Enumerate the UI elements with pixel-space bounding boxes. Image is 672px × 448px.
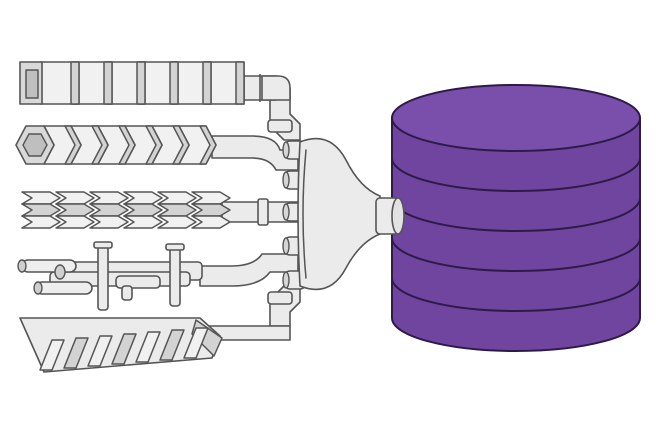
square-tube-segment-side (136, 61, 146, 105)
pipe-elbow (261, 75, 291, 101)
funnel-port-rim (282, 141, 290, 159)
hexagon-tube-segment-side (64, 125, 82, 165)
inlet-stub-end (17, 259, 27, 273)
square-tube-segment-side (202, 61, 212, 105)
riser-pipe (121, 285, 133, 301)
screw-flight (183, 327, 209, 359)
hexagon-tube-segments (43, 125, 217, 165)
screw-flight (159, 329, 185, 361)
square-tube-segment-side (235, 61, 245, 105)
screw-flight (111, 333, 137, 365)
inlet-stub-end (54, 264, 66, 280)
funnel-port-rim (282, 171, 290, 189)
hexagon-tube-segment-side (91, 125, 109, 165)
chevron-plate (89, 215, 129, 229)
chevron-plate (55, 203, 95, 217)
chevron-plate (55, 191, 95, 205)
screw-flight (87, 335, 113, 367)
chevron-plate (191, 191, 231, 205)
database-disk-separator (391, 197, 641, 232)
screw-trough-icon (19, 317, 291, 373)
riser-pipe (169, 245, 181, 307)
database-disk-separator (391, 157, 641, 192)
chevron-plate (123, 191, 163, 205)
chevron-plate (157, 215, 197, 229)
chevron-plate (157, 203, 197, 217)
cross-pipe (115, 275, 161, 289)
chevron-plate (89, 191, 129, 205)
square-tube-segment-side (169, 61, 179, 105)
funnel-manifold-icon (282, 137, 405, 291)
funnel-port-rim (282, 271, 290, 289)
chevron-stack-segments (21, 191, 231, 229)
branched-pipes-icon (17, 241, 299, 311)
funnel-port-rim (282, 237, 290, 255)
funnel-body (297, 137, 381, 291)
screw-flight (39, 339, 65, 371)
funnel-outlet (391, 197, 405, 235)
square-tube-opening (25, 69, 39, 99)
hexagon-tube-segment-side (118, 125, 136, 165)
database-top (391, 84, 641, 152)
square-tube-segments (39, 61, 245, 105)
inlet-stub-end (33, 281, 43, 295)
square-tube-segment-side (103, 61, 113, 105)
pipe-coupling (267, 291, 293, 305)
square-tube-icon (19, 61, 291, 105)
chevron-stack-icon (21, 191, 303, 229)
screw-flights (39, 327, 209, 371)
chevron-plate (123, 203, 163, 217)
riser-cap (93, 241, 113, 249)
chevron-plate (21, 203, 61, 217)
chevron-plate (157, 191, 197, 205)
trunk-pipes (267, 87, 301, 327)
screw-flight (63, 337, 89, 369)
riser-cap (165, 243, 185, 251)
pipe-coupling (257, 198, 269, 226)
pipe-coupling (267, 119, 293, 133)
chevron-plate (55, 215, 95, 229)
chevron-plate (191, 215, 231, 229)
hexagon-tube-opening (22, 133, 48, 157)
chevron-plate (21, 215, 61, 229)
chevron-plate (123, 215, 163, 229)
hexagon-tube-icon (15, 125, 299, 171)
inlet-stub (21, 259, 77, 273)
database-disk-separator (391, 277, 641, 312)
database-disk-separators (391, 157, 641, 312)
square-tube-segment-side (70, 61, 80, 105)
hexagon-tube-segment-side (199, 125, 217, 165)
chevron-plate (21, 191, 61, 205)
hexagon-tube-segment-side (145, 125, 163, 165)
screw-flight (135, 331, 161, 363)
database-body (391, 117, 641, 352)
hexagon-tube-segment-side (172, 125, 190, 165)
riser-pipe (97, 243, 109, 311)
database-cylinder-icon (391, 84, 641, 352)
database-disk-separator (391, 237, 641, 272)
funnel-rim (302, 149, 307, 279)
inlet-stub (35, 281, 93, 295)
chevron-plate (191, 203, 231, 217)
chevron-plate (89, 203, 129, 217)
funnel-port-rim (282, 203, 290, 221)
